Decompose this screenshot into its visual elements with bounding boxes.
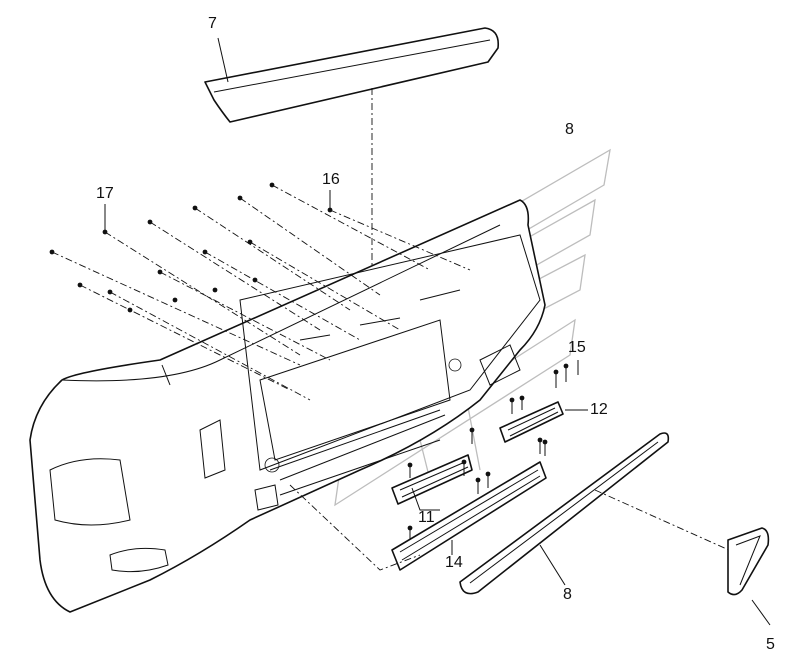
callout-16: 16	[322, 171, 340, 188]
callout-8-top: 8	[565, 121, 574, 138]
part-14-step-plate	[391, 461, 547, 571]
callout-7: 7	[208, 15, 217, 32]
part-12-step-plate	[499, 401, 564, 443]
callout-15: 15	[568, 339, 586, 356]
main-bumper	[29, 199, 546, 613]
fastener-lines	[49, 182, 471, 401]
part-7-top-panel	[204, 27, 500, 123]
callout-leaders	[104, 37, 771, 626]
callout-17: 17	[96, 185, 114, 202]
part-8-trim-strip	[459, 432, 670, 595]
callout-12: 12	[590, 401, 608, 418]
part-11-step-plate	[391, 454, 473, 505]
callout-11: 11	[418, 509, 435, 526]
screws-15	[407, 363, 569, 540]
leader-bumper-to-plates	[289, 484, 421, 571]
callout-5: 5	[766, 636, 775, 653]
part-5-corner-piece	[727, 527, 770, 596]
leader-8-line	[594, 489, 741, 556]
callout-14: 14	[445, 554, 463, 571]
callout-8-bottom: 8	[563, 586, 572, 603]
